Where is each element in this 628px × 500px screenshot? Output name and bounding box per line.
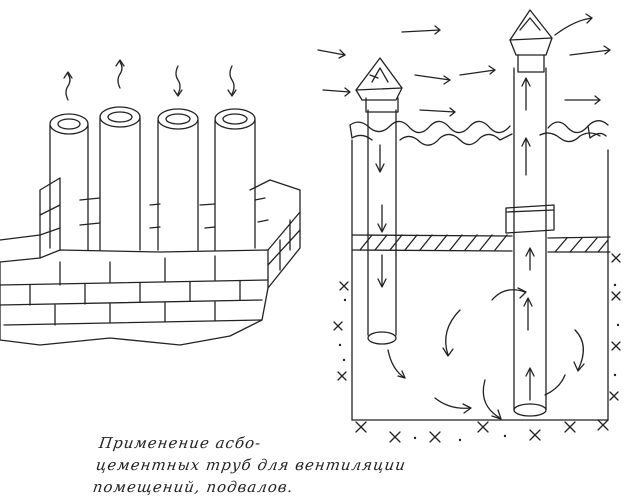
caption-line-1: Применение асбо- [97,434,263,452]
floor-slab [351,234,611,253]
pipe-4 [214,108,256,251]
pipe-3 [157,108,199,251]
pipes-on-foundation-drawing [0,59,301,346]
airflow-arrows-left [63,59,237,101]
circulation-arrows [434,287,585,420]
basement-ventilation-drawing [317,9,621,443]
caption-line-3: помещений, подвалов. [91,478,295,496]
soil-dots [338,283,620,442]
caption: Применение асбо- цементных труб для вент… [91,432,520,498]
exhaust-pipe [505,9,555,417]
pipe-1 [49,113,89,251]
wind-arrows [317,13,611,117]
wavy-roof [349,120,609,141]
caption-line-2: цементных труб для вентиляции [94,456,408,474]
soil-marks [333,253,621,443]
intake-pipe [355,57,406,379]
pipe-2 [99,106,141,251]
